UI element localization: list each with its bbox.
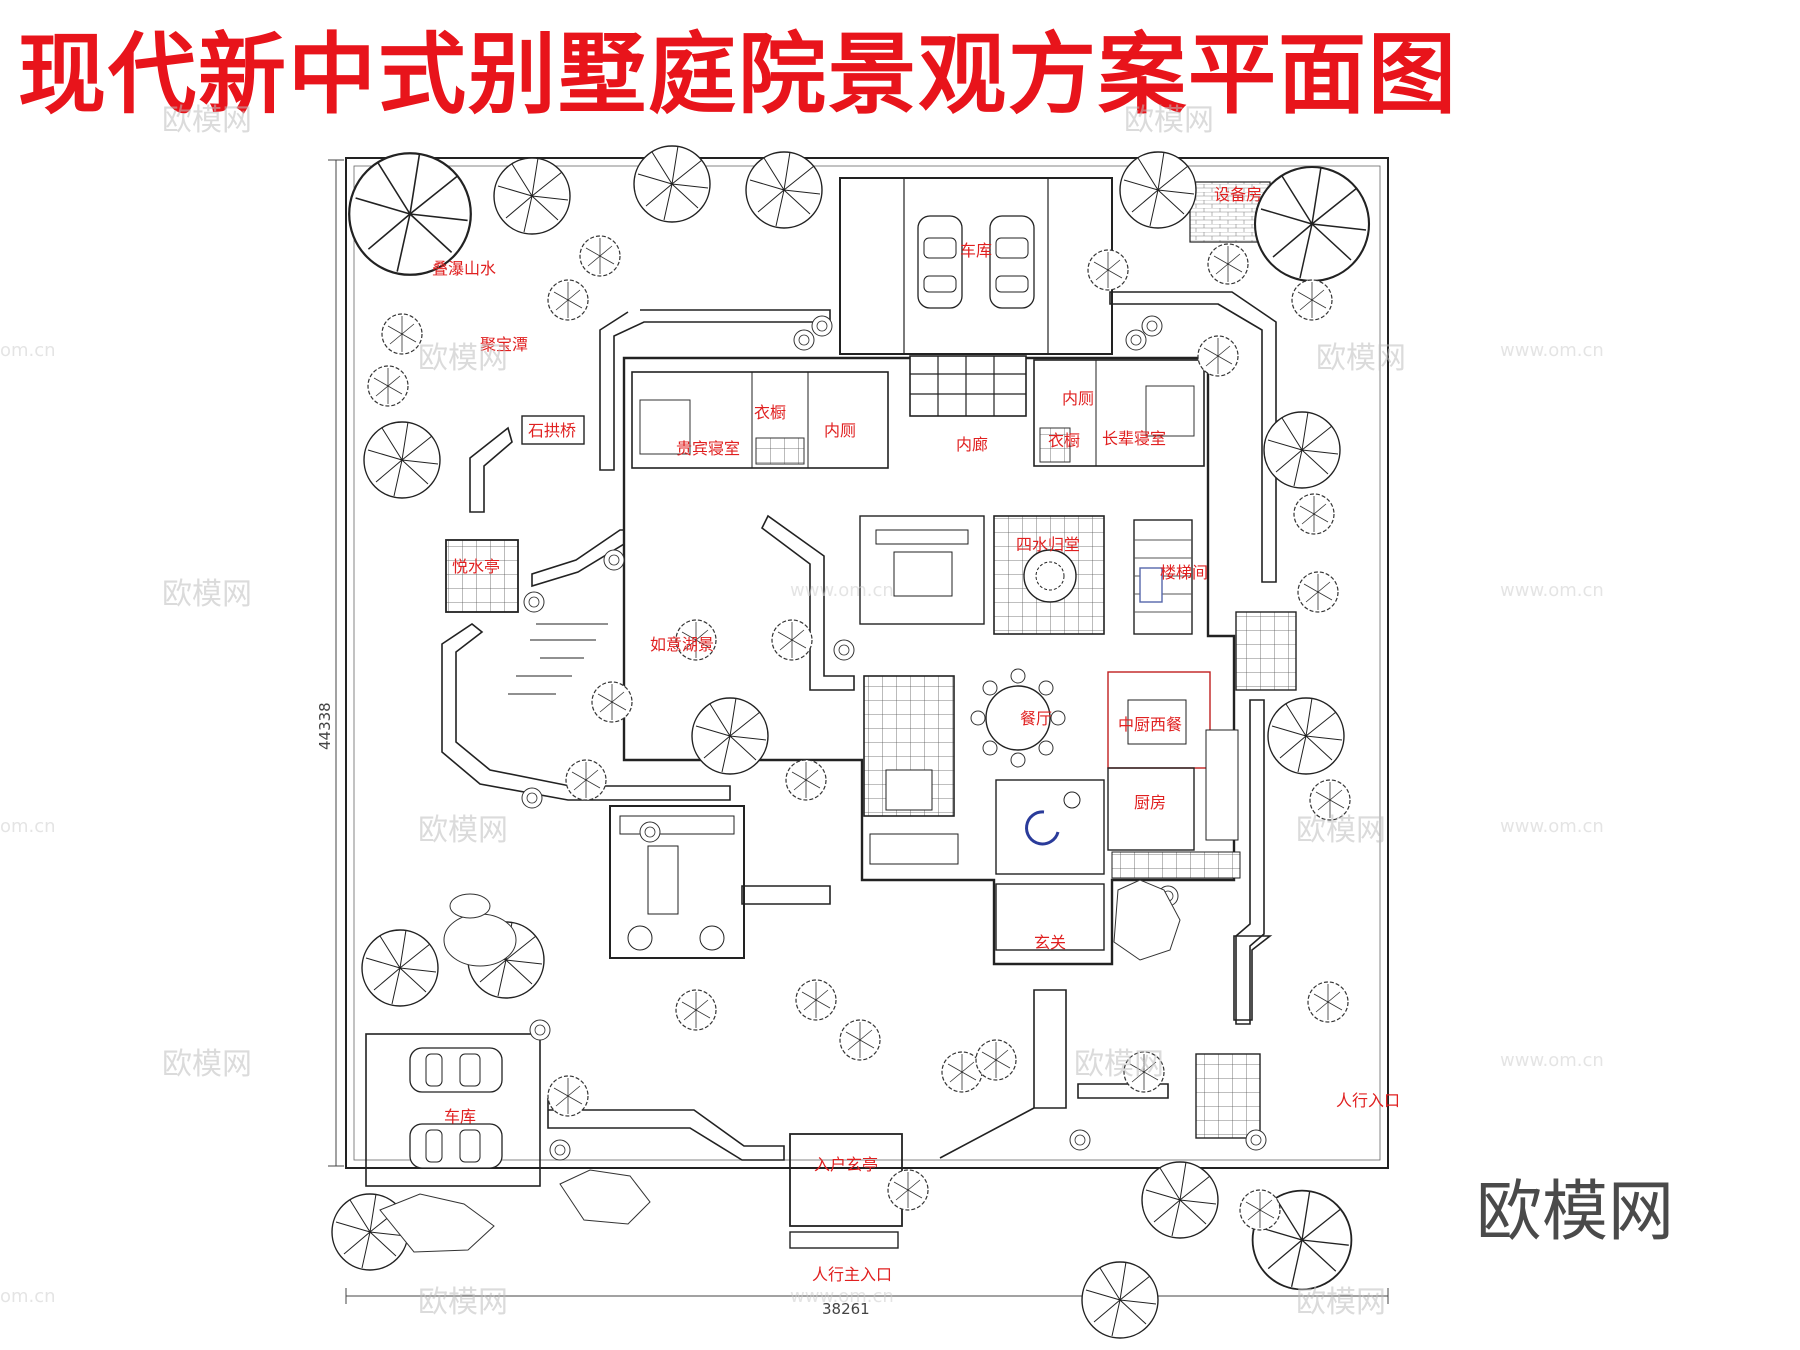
watermark-domain: www.om.cn (1500, 816, 1604, 837)
watermark-domain-short: om.cn (0, 1286, 56, 1307)
pavilion (445, 539, 519, 613)
label-main-pedestrian-entrance: 人行主入口 (812, 1265, 892, 1284)
label-corridor: 内廊 (956, 435, 988, 454)
label-wardrobe-right: 衣橱 (1048, 431, 1080, 450)
label-dining: 餐厅 (1020, 709, 1052, 728)
dimension-width: 38261 (822, 1300, 870, 1318)
watermark-brand: 欧模网 (1124, 103, 1214, 138)
label-western-kitchen: 中厨西餐 (1118, 715, 1182, 734)
tea-house (609, 805, 745, 959)
watermark-domain: www.om.cn (1500, 580, 1604, 601)
label-stacked-landscape: 叠瀑山水 (432, 259, 496, 278)
label-treasure-pool: 聚宝潭 (480, 335, 528, 354)
label-hall: 四水归堂 (1016, 535, 1080, 554)
watermark-domain-short: om.cn (0, 816, 56, 837)
label-kitchen: 厨房 (1134, 793, 1166, 812)
watermark-brand: 欧模网 (418, 813, 508, 848)
label-pedestrian-entrance: 人行入口 (1336, 1091, 1400, 1110)
label-foyer: 玄关 (1034, 933, 1066, 952)
watermark-brand: 欧模网 (1316, 341, 1406, 376)
brand-watermark: 欧模网 (1476, 1173, 1674, 1250)
watermark-domain: www.om.cn (790, 580, 894, 601)
watermark-brand: 欧模网 (418, 341, 508, 376)
dining-table (985, 685, 1051, 751)
site-boundary (345, 157, 1389, 1169)
watermark-brand: 欧模网 (162, 1047, 252, 1082)
watermark-domain: www.om.cn (790, 1286, 894, 1307)
watermark-brand: 欧模网 (162, 103, 252, 138)
label-garage-bottom: 车库 (444, 1107, 476, 1126)
label-lake: 如意湖景 (650, 635, 714, 654)
label-equipment-room: 设备房 (1214, 185, 1262, 204)
watermark-brand: 欧模网 (1074, 1047, 1164, 1082)
watermark-brand: 欧模网 (1296, 813, 1386, 848)
watermark-domain: www.om.cn (1500, 1050, 1604, 1071)
label-stone-arch-bridge: 石拱桥 (528, 421, 576, 440)
entry-pavilion (789, 1133, 903, 1227)
rockery (379, 879, 1181, 1253)
label-guest-bedroom: 贵宾寝室 (676, 439, 740, 458)
watermark-domain-short: om.cn (0, 340, 56, 361)
label-stairwell: 楼梯间 (1160, 563, 1208, 582)
garage-bottom (365, 1033, 541, 1187)
page-title: 现代新中式别墅庭院景观方案平面图 (18, 23, 1459, 126)
watermark-brand: 欧模网 (162, 577, 252, 612)
dimension-height: 44338 (316, 702, 334, 750)
label-garage-top: 车库 (960, 241, 992, 260)
label-elder-bedroom: 长辈寝室 (1102, 429, 1166, 448)
watermarks: 欧模网 欧模网 欧模网 欧模网 欧模网 欧模网 欧模网 欧模网 欧模网 欧模网 … (0, 103, 1604, 1320)
watermark-domain: www.om.cn (1500, 340, 1604, 361)
garage-top (839, 177, 1113, 355)
watermark-brand: 欧模网 (1296, 1285, 1386, 1320)
label-wardrobe-left: 衣橱 (754, 403, 786, 422)
label-toilet-right: 内厕 (1062, 389, 1094, 408)
stone-arch-bridge (521, 415, 585, 445)
label-entry-pavilion: 入户玄亭 (814, 1155, 878, 1174)
label-toilet-left: 内厕 (824, 421, 856, 440)
label-pavilion: 悦水亭 (452, 557, 500, 576)
watermark-brand: 欧模网 (418, 1285, 508, 1320)
house-outline (622, 356, 1236, 966)
